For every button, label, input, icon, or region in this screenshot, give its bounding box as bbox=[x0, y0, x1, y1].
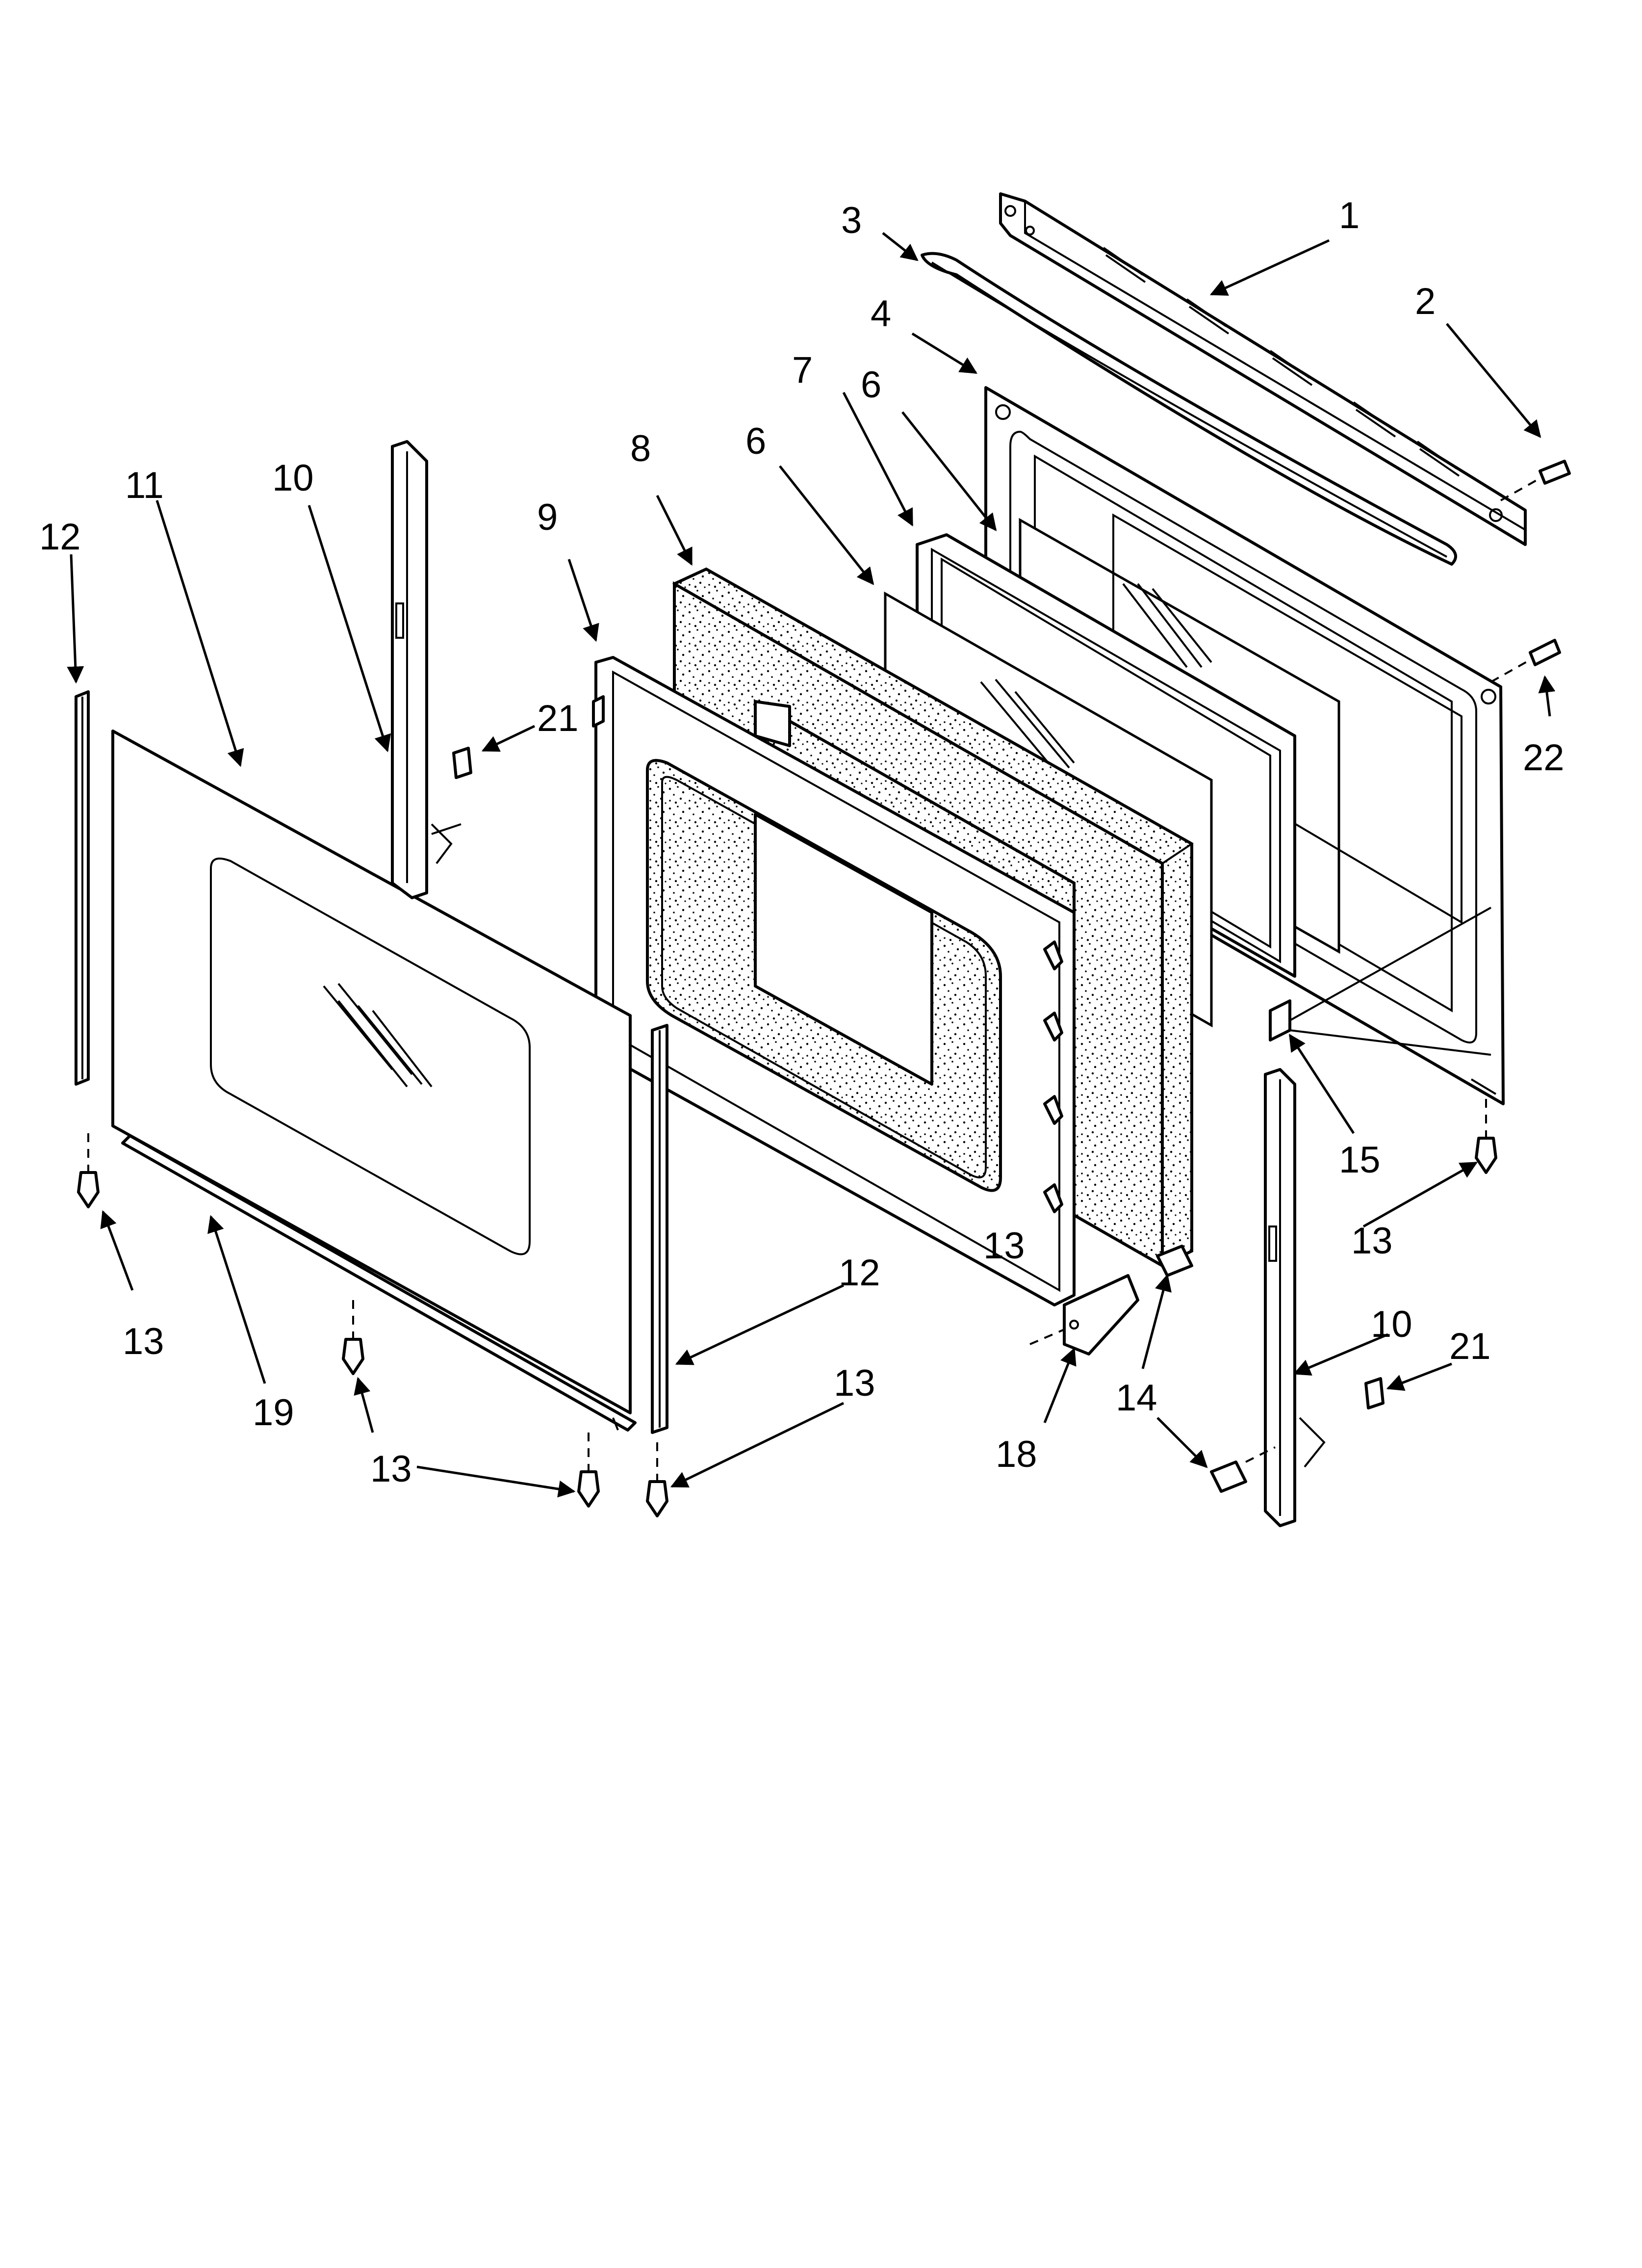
door-handle-part bbox=[921, 252, 1457, 566]
callout-11: 11 bbox=[125, 465, 164, 506]
vent-trim-part bbox=[999, 192, 1527, 546]
callout-21b: 21 bbox=[1449, 1326, 1491, 1367]
callout-9: 9 bbox=[537, 496, 558, 538]
callout-10b: 10 bbox=[1371, 1303, 1412, 1345]
callout-labels: 1 2 3 4 6 6 7 8 9 10 10 11 12 12 13 13 1… bbox=[39, 195, 1565, 1490]
callout-12a: 12 bbox=[39, 516, 81, 558]
callout-13e: 13 bbox=[983, 1225, 1025, 1267]
callout-12b: 12 bbox=[839, 1252, 880, 1294]
callout-13d: 13 bbox=[370, 1448, 412, 1490]
callout-1: 1 bbox=[1339, 195, 1360, 236]
callout-13a: 13 bbox=[1351, 1220, 1393, 1262]
screw-part-14-bottom bbox=[1210, 1446, 1276, 1493]
bottom-trim-part bbox=[121, 1134, 637, 1432]
hinge-left-part bbox=[391, 440, 462, 899]
callout-7: 7 bbox=[792, 349, 813, 391]
hinge-right-part bbox=[1264, 1068, 1326, 1527]
callout-2: 2 bbox=[1415, 281, 1436, 322]
callout-8: 8 bbox=[630, 428, 651, 469]
callout-15: 15 bbox=[1339, 1139, 1381, 1181]
callout-4: 4 bbox=[871, 293, 891, 335]
callout-21a: 21 bbox=[537, 698, 579, 739]
side-trim-left-part bbox=[75, 690, 90, 1086]
clip-part bbox=[1269, 907, 1491, 1056]
callout-13c: 13 bbox=[834, 1362, 875, 1404]
outer-door-glass-part bbox=[111, 730, 632, 1414]
screw-part-14-top bbox=[1156, 1245, 1193, 1277]
callout-19: 19 bbox=[253, 1392, 294, 1434]
leader-lines bbox=[67, 232, 1556, 1498]
bracket-part bbox=[1029, 1274, 1139, 1356]
callout-18: 18 bbox=[996, 1434, 1037, 1475]
screw-part-13-trim-right bbox=[577, 1433, 600, 1508]
callout-3: 3 bbox=[841, 200, 862, 241]
callout-22: 22 bbox=[1523, 737, 1565, 779]
side-trim-right-part bbox=[651, 1024, 668, 1434]
small-clip-left-part bbox=[452, 747, 472, 779]
screw-part-2 bbox=[1500, 460, 1571, 501]
screw-part-13-trim-left bbox=[342, 1300, 364, 1375]
callout-10a: 10 bbox=[272, 457, 314, 499]
callout-6a: 6 bbox=[861, 364, 881, 406]
screw-part-13-left bbox=[77, 1133, 100, 1208]
small-clip-right-part bbox=[1364, 1377, 1385, 1409]
screw-part-22 bbox=[1490, 639, 1561, 683]
screw-part-13-side bbox=[646, 1442, 668, 1517]
screw-part-13-right bbox=[1475, 1099, 1497, 1174]
callout-6b: 6 bbox=[745, 420, 766, 462]
callout-13b: 13 bbox=[123, 1321, 164, 1362]
callout-14: 14 bbox=[1116, 1377, 1157, 1419]
door-liner-frame-part bbox=[592, 656, 1076, 1306]
